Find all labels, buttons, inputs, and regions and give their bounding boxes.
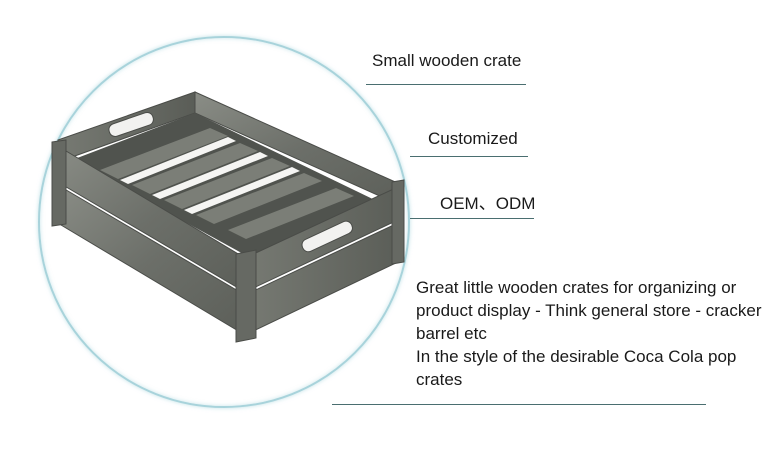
customized-label: Customized xyxy=(428,129,518,148)
oem-odm-rule xyxy=(410,218,534,219)
product-description: Great little wooden crates for organizin… xyxy=(416,276,766,391)
description-line-2: In the style of the desirable Coca Cola … xyxy=(416,347,737,389)
customized-rule xyxy=(410,156,528,157)
title-label: Small wooden crate xyxy=(372,51,522,70)
title-rule xyxy=(366,84,526,85)
description-line-1: Great little wooden crates for organizin… xyxy=(416,278,762,343)
description-rule xyxy=(332,404,706,405)
oem-odm-label: OEM、ODM xyxy=(440,194,536,213)
